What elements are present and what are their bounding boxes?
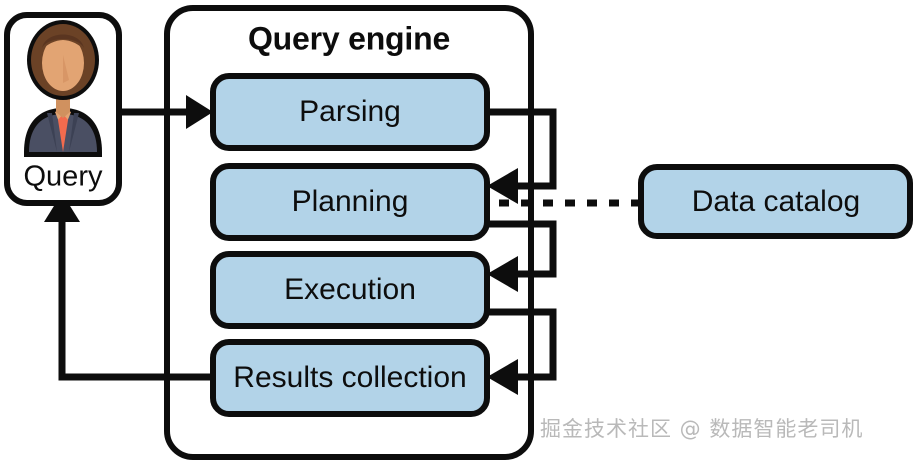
connector-query-to-parsing <box>119 95 213 129</box>
stage-planning-box[interactable] <box>210 163 490 241</box>
stage-parsing[interactable]: Parsing <box>210 73 490 151</box>
stage-parsing-label: Parsing <box>299 95 401 128</box>
arrow-head-into-execution <box>487 256 518 292</box>
query-actor-label: Query <box>24 161 103 193</box>
stage-results-collection-label: Results collection <box>233 361 466 394</box>
connector-results-to-query <box>44 193 213 381</box>
stage-execution-label: Execution <box>284 273 416 306</box>
stage-results-collection-box[interactable] <box>210 339 490 417</box>
data-catalog-node[interactable]: Data catalog <box>638 164 913 239</box>
stage-results-collection[interactable]: Results collection <box>210 339 490 417</box>
data-catalog-box[interactable] <box>638 164 913 239</box>
query-actor-node[interactable]: Query <box>4 12 122 206</box>
stage-parsing-box[interactable] <box>210 73 490 151</box>
query-engine-title: Query engine <box>248 20 450 56</box>
connector-parsing-to-planning <box>487 108 557 204</box>
arrow-head-into-results <box>487 359 518 395</box>
arrow-head-into-query <box>44 193 80 222</box>
arrow-head-into-parsing <box>186 95 213 129</box>
data-catalog-label: Data catalog <box>692 185 860 218</box>
watermark-text: 掘金技术社区 @ 数据智能老司机 <box>540 417 863 441</box>
stage-execution-box[interactable] <box>210 251 490 329</box>
stage-planning-label: Planning <box>292 185 409 218</box>
connector-planning-to-execution <box>487 220 557 292</box>
arrow-head-into-planning <box>487 168 518 204</box>
connector-execution-to-results <box>487 308 557 395</box>
stage-execution[interactable]: Execution <box>210 251 490 329</box>
stage-planning[interactable]: Planning <box>210 163 490 241</box>
user-avatar-icon <box>24 20 102 157</box>
